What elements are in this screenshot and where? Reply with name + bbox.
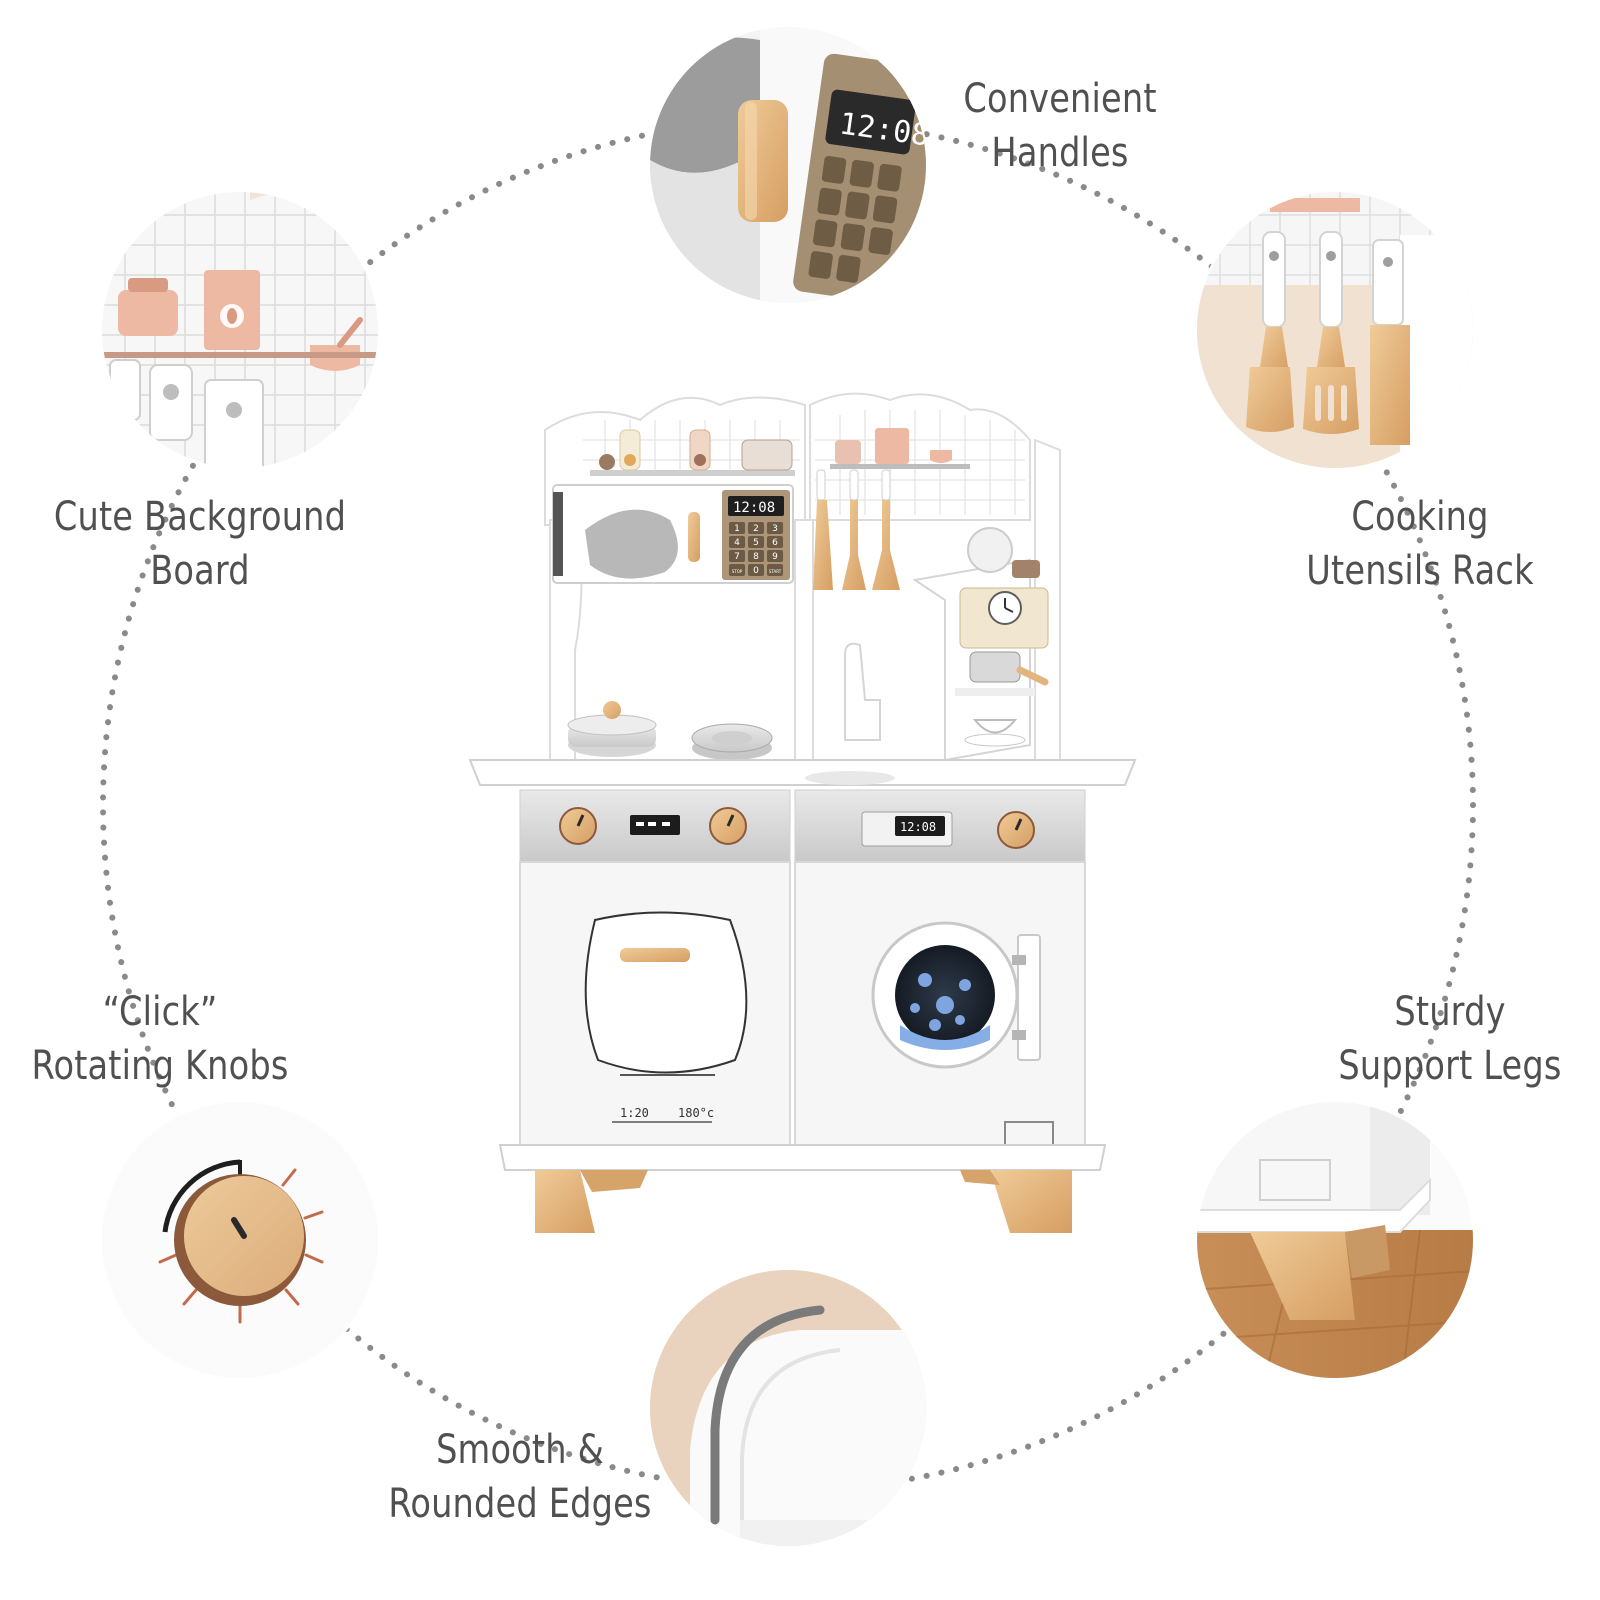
key: STOP <box>732 569 743 574</box>
feature-label-knobs: “Click” Rotating Knobs <box>26 985 295 1093</box>
feature-label-edges: Smooth & Rounded Edges <box>377 1423 663 1531</box>
detail-circle-knob <box>100 1100 380 1380</box>
feature-label-line: Board <box>150 548 250 594</box>
feature-label-line: Smooth & <box>436 1427 604 1473</box>
feature-label-line: Rotating Knobs <box>31 1043 289 1089</box>
play-kitchen: 12:08 1 2 3 4 5 6 7 8 9 STOP 0 START <box>468 392 1137 1233</box>
oven-timer: 1:20 <box>620 1106 649 1120</box>
oven-temperature: 180°c <box>678 1106 714 1120</box>
detail-circle-rack <box>1195 190 1475 470</box>
microwave-keypad: 1 2 3 4 5 6 7 8 9 STOP 0 START <box>729 522 783 576</box>
key: 4 <box>734 538 740 548</box>
washer-display: 12:08 <box>900 820 936 834</box>
oven-door <box>584 911 748 1074</box>
key: 8 <box>753 552 759 562</box>
feature-label-line: Support Legs <box>1338 1043 1562 1089</box>
countertop <box>468 759 1137 786</box>
feature-label-line: Utensils Rack <box>1306 548 1534 594</box>
dotted-ring <box>100 117 1476 1493</box>
feature-label-board: Cute Background Board <box>49 490 351 598</box>
key: 3 <box>772 524 778 534</box>
feature-label-line: Cooking <box>1351 494 1489 540</box>
key: START <box>769 569 782 574</box>
feature-label-line: “Click” <box>102 989 218 1035</box>
key: 0 <box>753 566 759 576</box>
feature-label-line: Rounded Edges <box>388 1481 652 1527</box>
detail-circle-edges <box>648 1268 928 1548</box>
feature-label-handles: Convenient Handles <box>926 72 1195 180</box>
feature-label-line: Sturdy <box>1394 989 1506 1035</box>
detail-circle-board <box>100 190 380 470</box>
key: 7 <box>734 552 740 562</box>
detail-circle-handles: 12:08 <box>648 25 928 305</box>
key: 6 <box>772 538 778 548</box>
key: 9 <box>772 552 778 562</box>
feature-label-line: Convenient <box>963 76 1157 122</box>
feature-label-rack: Cooking Utensils Rack <box>1269 490 1571 598</box>
key: 1 <box>734 524 740 534</box>
microwave-display: 12:08 <box>733 500 775 516</box>
feature-label-line: Handles <box>991 130 1129 176</box>
detail-circle-legs <box>1195 1100 1475 1380</box>
feature-label-line: Cute Background <box>53 494 347 540</box>
feature-label-legs: Sturdy Support Legs <box>1324 985 1576 1093</box>
key: 5 <box>753 538 759 548</box>
key: 2 <box>753 524 759 534</box>
